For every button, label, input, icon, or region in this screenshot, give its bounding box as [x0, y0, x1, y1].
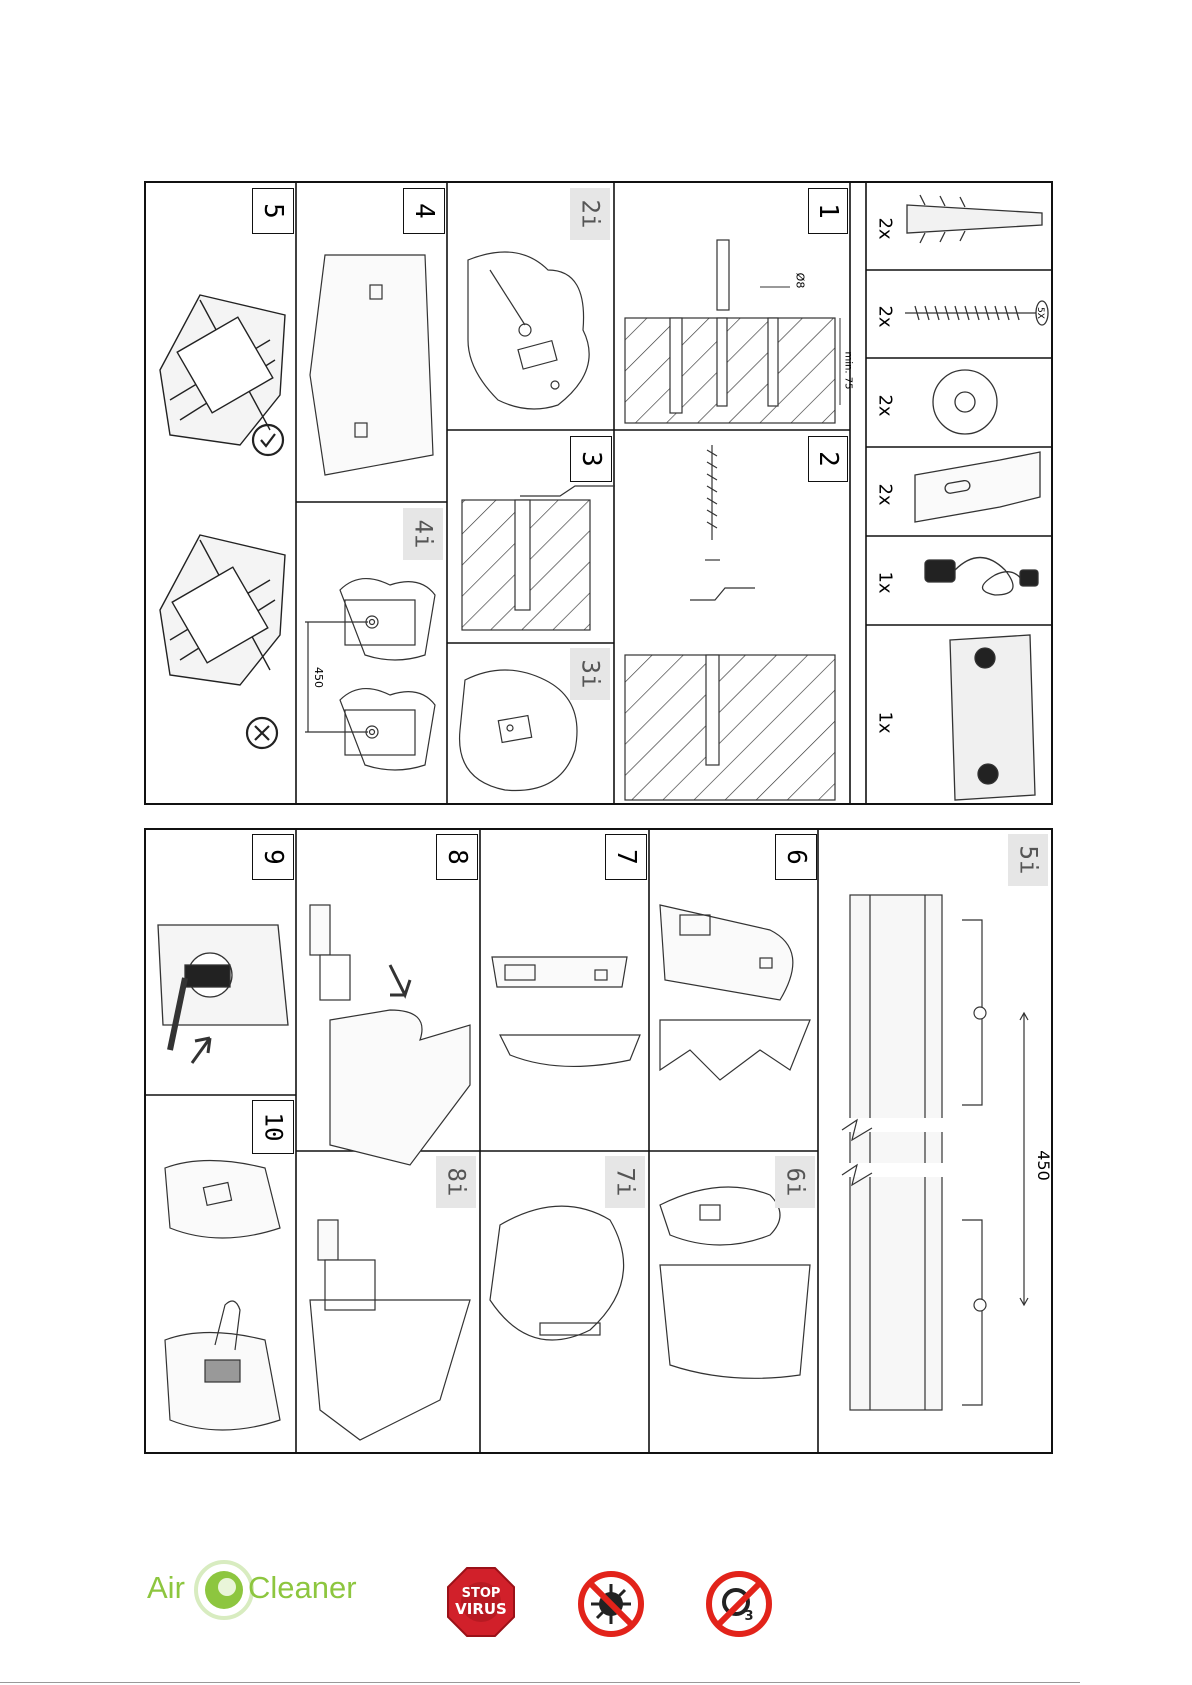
step-label-4: 4 — [403, 188, 445, 234]
step-label-9: 9 — [252, 834, 294, 880]
part-qty-bracket: 2x — [870, 474, 900, 514]
step-label-10: 10 — [252, 1100, 294, 1154]
ozone-subscript: 3 — [744, 1609, 753, 1624]
step-label-7i: 7i — [605, 1156, 645, 1208]
footer-rule — [0, 1682, 1080, 1683]
part-qty-screw: 2x — [870, 296, 900, 336]
step-label-1: 1 — [808, 188, 848, 234]
dim-diameter: Ø8 — [785, 268, 815, 292]
step-label-2i: 2i — [570, 188, 610, 240]
no-virus-icon — [577, 1570, 645, 1638]
stop-virus-text-top: STOP — [462, 1586, 501, 1601]
step-label-4i: 4i — [403, 508, 443, 560]
air-cleaner-logo: Air Cleaner — [145, 1555, 355, 1625]
step-label-3i: 3i — [570, 648, 610, 700]
step-label-8i: 8i — [436, 1156, 476, 1208]
stop-virus-icon: STOP VIRUS — [446, 1566, 516, 1638]
dim-spacing-large: 450 — [1028, 1145, 1058, 1185]
no-ozone-icon: 3 — [705, 1570, 773, 1638]
step-label-7: 7 — [605, 834, 647, 880]
part-qty-washer: 2x — [870, 385, 900, 425]
part-qty-power-cable: 1x — [870, 562, 900, 602]
dim-spacing-small: 450 — [306, 664, 330, 690]
step-label-6: 6 — [775, 834, 817, 880]
step-label-2: 2 — [808, 436, 848, 482]
step-label-6i: 6i — [775, 1156, 815, 1208]
step-label-3: 3 — [570, 436, 612, 482]
step-label-8: 8 — [436, 834, 478, 880]
part-qty-wall-plug: 2x — [870, 208, 900, 248]
dim-min-depth: min. 75 — [836, 340, 860, 400]
part-qty-device: 1x — [870, 702, 900, 742]
dim-screw-size: 5X — [1030, 300, 1050, 326]
step-label-5i: 5i — [1008, 834, 1048, 886]
stop-virus-text-bottom: VIRUS — [455, 1600, 507, 1618]
swirl-icon — [193, 1559, 255, 1621]
step-label-5: 5 — [252, 188, 294, 234]
